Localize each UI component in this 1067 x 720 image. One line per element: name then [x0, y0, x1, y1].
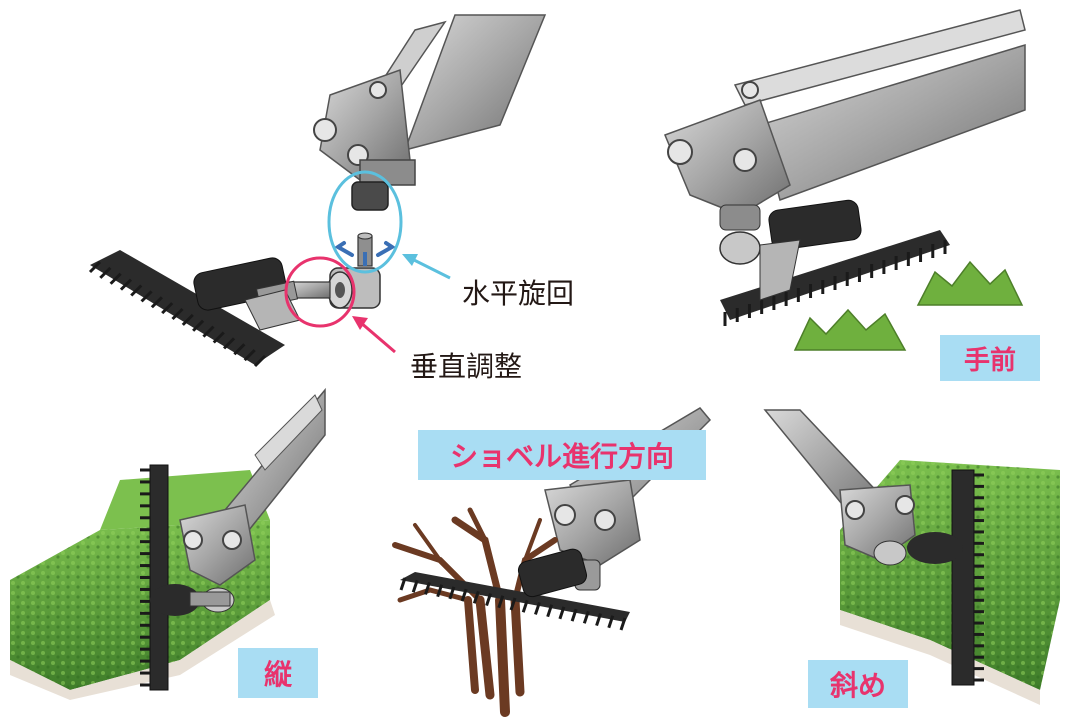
cutter-tooth	[150, 296, 163, 309]
cutter-tooth	[595, 613, 602, 627]
panel-vertical-mode	[10, 387, 326, 700]
cutter-tooth	[448, 586, 456, 600]
cutter-tooth	[88, 260, 102, 274]
cutter-tooth	[424, 581, 431, 595]
cutter-tooth	[243, 349, 256, 362]
cutter-tooth	[99, 266, 112, 279]
cutter-tooth	[411, 579, 419, 593]
cutter-tooth	[558, 606, 566, 620]
cutter-tooth	[223, 337, 236, 350]
hedge-trimmer-bar	[140, 464, 231, 691]
cutter-tooth	[521, 599, 529, 613]
cutter-tooth	[582, 610, 590, 624]
cutter-tooth	[171, 307, 184, 321]
excavator-boom	[763, 409, 916, 566]
cutter-tooth	[202, 325, 215, 338]
hinge-block	[287, 267, 381, 309]
cutter-tooth	[130, 284, 143, 297]
vertical-adjustment-marker	[284, 256, 356, 328]
vertical-adjustment-label: 垂直調整	[410, 350, 523, 383]
horizontal-rotation-marker	[327, 170, 403, 274]
cutter-tooth	[253, 354, 267, 368]
cutter-tooth	[140, 290, 153, 303]
cutter-tooth	[485, 593, 492, 607]
panel-front-mode	[664, 9, 1026, 351]
swivel-post	[357, 232, 373, 267]
horizontal-rotation-pointer	[402, 254, 451, 280]
cutter-tooth	[192, 319, 205, 332]
panel-closeup-joint	[88, 14, 547, 368]
panel-diagonal-mode	[763, 409, 1060, 705]
cutter-tooth	[497, 595, 505, 609]
diagonal-mode-label: 斜め	[808, 660, 908, 708]
hedge-trimmer-bar	[88, 250, 301, 368]
excavator-boom	[664, 9, 1026, 265]
cutter-tooth	[212, 331, 225, 344]
hedge-trimmer-bar	[399, 548, 630, 631]
cutter-tooth	[119, 278, 132, 291]
cutter-tooth	[109, 272, 122, 285]
front-mode-label: 手前	[940, 335, 1040, 381]
hedge-trimmer-bar	[907, 469, 984, 686]
vertical-mode-label: 縦	[238, 648, 318, 698]
cutter-tooth	[546, 604, 554, 618]
cutter-tooth	[460, 588, 468, 602]
horizontal-rotation-label: 水平旋回	[462, 277, 575, 310]
excavator-direction-label: ショベル進行方向	[418, 430, 706, 480]
shrub-icon	[793, 260, 1024, 351]
cutter-tooth	[161, 302, 174, 315]
cutter-tooth	[619, 617, 627, 631]
tree-icon	[392, 507, 558, 717]
vertical-adjustment-pointer	[352, 316, 396, 354]
excavator-boom	[313, 14, 547, 211]
hedge-trimmer-bar	[720, 199, 950, 326]
cutter-tooth	[181, 313, 194, 326]
cutter-tooth	[509, 597, 517, 611]
cutter-tooth	[570, 608, 578, 622]
cutter-tooth	[436, 584, 444, 598]
rotation-arrow-icon	[334, 241, 396, 266]
cutter-tooth	[534, 601, 541, 615]
cutter-tooth	[472, 590, 480, 604]
cutter-tooth	[233, 343, 246, 356]
cutter-tooth	[607, 615, 615, 629]
cutter-tooth	[399, 577, 407, 591]
